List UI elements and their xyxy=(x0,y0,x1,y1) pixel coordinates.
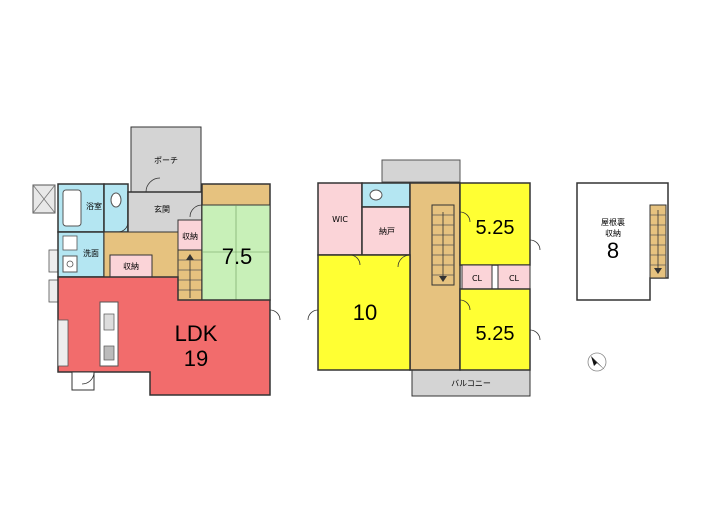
bedroom-top-size: 5.25 xyxy=(476,217,515,239)
north-arrow-icon xyxy=(587,352,607,372)
washroom-label: 洗面 xyxy=(83,248,99,258)
sink-icon-kitchen xyxy=(103,313,115,331)
bedroom-bottom-size: 5.25 xyxy=(476,323,515,345)
ldk-label: LDK xyxy=(175,321,218,346)
wic-label: WIC xyxy=(332,215,348,224)
toilet-2f xyxy=(361,182,411,208)
bedroom-large-size: 10 xyxy=(353,300,377,325)
wic-room xyxy=(317,182,363,256)
attic-size: 8 xyxy=(607,238,619,263)
second-floor: WIC 納戸 10 5.25 CL CL 5.25 バルコニー xyxy=(307,159,541,397)
sink-icon xyxy=(62,255,78,273)
entrance-label: 玄関 xyxy=(154,204,170,214)
closet-cl-left xyxy=(461,264,493,290)
attic-floor: 屋根裏 収納 8 xyxy=(576,182,669,301)
cl-left-label: CL xyxy=(472,274,483,283)
porch-label: ポーチ xyxy=(154,156,178,165)
toilet-icon xyxy=(110,192,122,208)
porch-area xyxy=(130,126,202,193)
japanese-room-size: 7.5 xyxy=(222,244,253,269)
bathtub-icon xyxy=(62,189,82,227)
storage-a-label: 収納 xyxy=(123,261,139,271)
balcony-area xyxy=(411,369,531,397)
attic-label-line2: 収納 xyxy=(605,228,621,238)
first-floor: ポーチ 玄関 浴室 洗面 収納 収納 7.5 LDK 19 xyxy=(32,126,281,396)
balcony-label: バルコニー xyxy=(451,379,491,388)
bedroom-large xyxy=(317,254,411,371)
closet-room xyxy=(361,206,411,256)
ldk-size: 19 xyxy=(184,346,208,371)
bedroom-bottom xyxy=(459,288,531,371)
toilet-room xyxy=(103,183,129,233)
storage-b-label: 収納 xyxy=(182,231,198,241)
cl-right-label: CL xyxy=(509,274,520,283)
closet-label: 納戸 xyxy=(379,226,395,236)
bathroom-label: 浴室 xyxy=(86,201,102,211)
bedroom-top xyxy=(459,182,531,266)
attic-label-line1: 屋根裏 xyxy=(601,217,625,227)
stove-icon xyxy=(103,345,115,361)
